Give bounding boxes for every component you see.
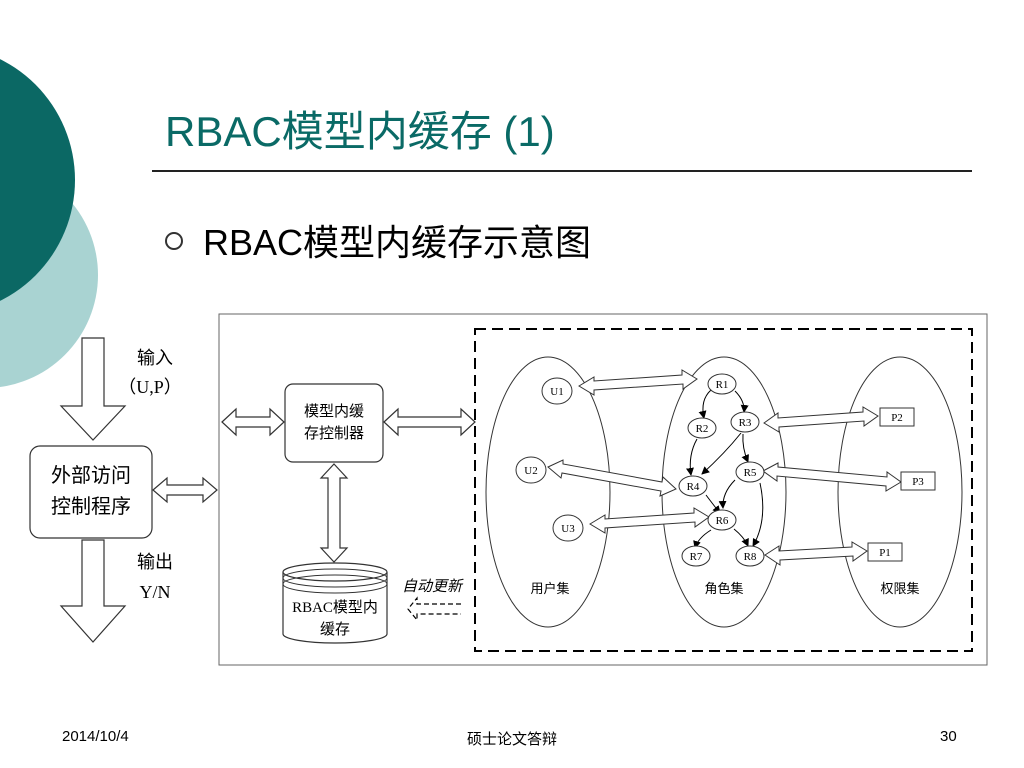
svg-text:R1: R1 <box>716 379 729 391</box>
user-node-u1 <box>541 377 573 405</box>
user-node-u2 <box>515 456 547 484</box>
svg-text:R5: R5 <box>744 467 757 479</box>
role-node-r2 <box>687 417 717 439</box>
u2-r4-arrow <box>547 459 677 497</box>
slide-title: RBAC模型内缓存 (1) <box>165 108 555 155</box>
role-nodes: R1 R2 R3 R4 R5 R6 R7 R8 <box>678 373 765 567</box>
diagram-frame <box>218 313 988 666</box>
role-node-r7 <box>681 545 711 567</box>
output-label: 输出 <box>137 552 173 572</box>
role-node-r4 <box>678 475 708 497</box>
permission-nodes: P2 P3 P1 <box>867 407 936 562</box>
svg-text:P2: P2 <box>891 412 903 424</box>
decorative-circles <box>0 59 98 387</box>
svg-text:U1: U1 <box>550 386 563 398</box>
role-set-label: 角色集 <box>704 581 743 596</box>
u1-r1-arrow <box>578 369 698 396</box>
r5-p3-arrow <box>762 462 902 492</box>
bullet-text: RBAC模型内缓存示意图 <box>203 222 592 263</box>
external-access-program-box <box>29 445 153 539</box>
svg-text:R7: R7 <box>690 551 703 563</box>
output-arrow-icon <box>59 539 127 643</box>
svg-text:U2: U2 <box>524 465 537 477</box>
cache-controller-box <box>284 383 384 463</box>
svg-text:P1: P1 <box>879 547 891 559</box>
role-node-r8 <box>735 545 765 567</box>
role-node-r5 <box>735 461 765 483</box>
role-hierarchy-arrows <box>686 389 764 549</box>
input-params-label: （U,P） <box>118 377 182 397</box>
bidirectional-arrow-icon <box>383 407 476 437</box>
svg-text:U3: U3 <box>561 523 575 535</box>
user-nodes: U1 U2 U3 <box>515 377 584 542</box>
dark-teal-circle <box>0 59 75 301</box>
controller-label-2: 存控制器 <box>304 425 364 442</box>
bullet-circle-icon <box>165 232 183 250</box>
vertical-bidirectional-arrow-icon <box>319 463 349 563</box>
permission-set-ellipse <box>837 356 963 628</box>
permission-node-p1 <box>867 542 903 562</box>
svg-text:P3: P3 <box>912 476 924 488</box>
bidirectional-arrow-icon <box>152 476 218 504</box>
permission-set-label: 权限集 <box>880 581 919 596</box>
auto-update-arrow-icon <box>407 596 461 622</box>
permission-node-p2 <box>879 407 915 427</box>
svg-text:R3: R3 <box>739 417 752 429</box>
role-node-r3 <box>730 411 760 433</box>
cache-label-2: 缓存 <box>320 621 350 638</box>
external-program-label-1: 外部访问 <box>51 464 131 487</box>
footer-page-number: 30 <box>940 728 957 745</box>
assignment-arrows <box>547 369 902 566</box>
cache-label-1: RBAC模型内 <box>292 599 378 616</box>
footer-date: 2014/10/4 <box>62 728 129 745</box>
footer-title: 硕士论文答辩 <box>466 731 557 748</box>
r3-p2-arrow <box>763 406 879 433</box>
user-set-ellipse <box>485 356 611 628</box>
input-label: 输入 <box>137 348 173 368</box>
permission-node-p3 <box>900 471 936 491</box>
input-arrow-icon <box>59 337 127 441</box>
svg-text:R6: R6 <box>716 515 729 527</box>
external-program-label-2: 控制程序 <box>51 495 131 518</box>
r8-p1-arrow <box>764 541 868 566</box>
svg-text:R8: R8 <box>744 551 757 563</box>
svg-text:R2: R2 <box>696 423 709 435</box>
cache-database-icon <box>282 572 388 644</box>
output-value-label: Y/N <box>140 582 171 602</box>
user-set-label: 用户集 <box>530 581 569 596</box>
bidirectional-arrow-icon <box>221 407 285 437</box>
svg-text:R4: R4 <box>687 481 700 493</box>
cache-region-dashed-box <box>474 328 973 652</box>
controller-label-1: 模型内缓 <box>304 403 364 420</box>
user-node-u3 <box>552 514 584 542</box>
auto-update-label: 自动更新 <box>402 578 464 595</box>
title-divider <box>152 170 972 172</box>
role-node-r1 <box>707 373 737 395</box>
role-node-r6 <box>707 509 737 531</box>
